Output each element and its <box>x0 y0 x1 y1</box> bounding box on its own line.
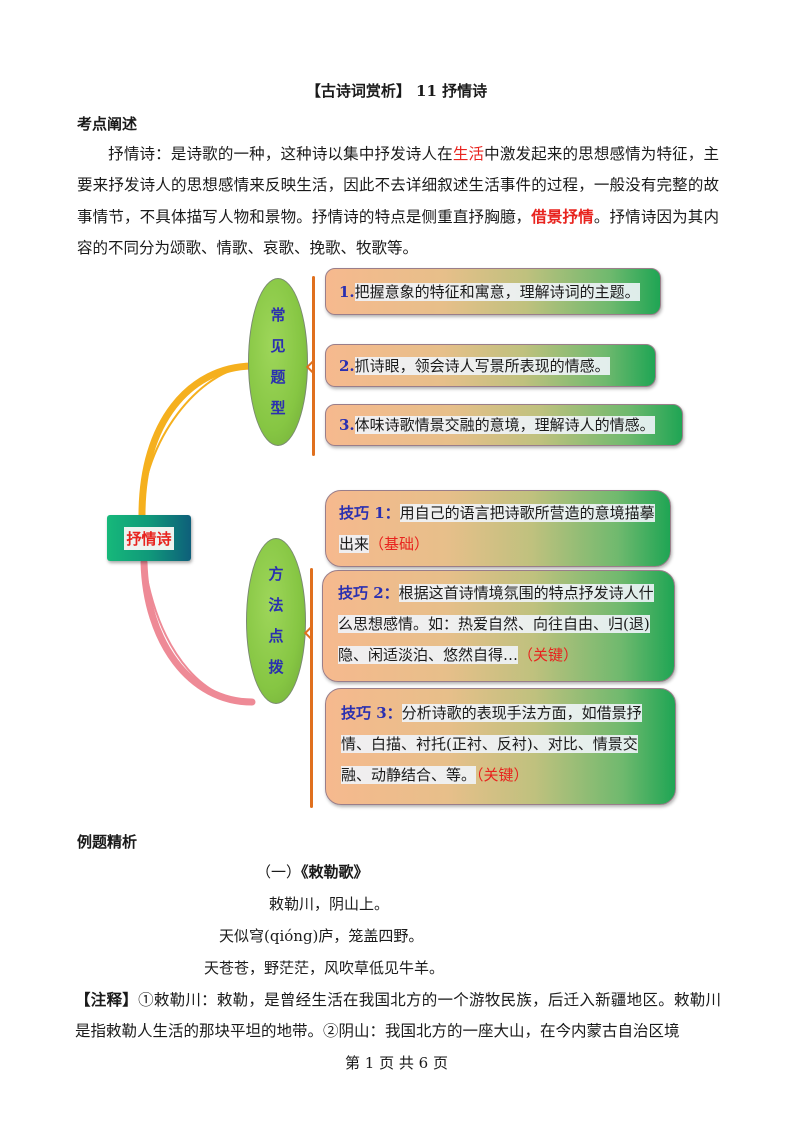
brace-connector <box>312 276 315 456</box>
intro-segment: 抒情诗：是诗歌的一种，这种诗以集中抒发诗人在 <box>108 145 453 163</box>
question-type-card-1: 1.把握意象的特征和寓意，理解诗词的主题。 <box>325 268 661 315</box>
intro-segment: 。抒情诗因为其内容的不同分为颂歌、情歌、哀歌、挽歌、牧歌等。 <box>77 208 719 257</box>
card-text: 把握意象的特征和寓意，理解诗词的主题。 <box>354 283 640 301</box>
page-footer: 第 1 页 共 6 页 <box>345 1054 448 1072</box>
branch-label-char: 法 <box>268 596 284 614</box>
branch-label-char: 方 <box>268 565 284 583</box>
mind-map-connectors <box>138 362 256 706</box>
annotation-label: 【注释】 <box>75 990 139 1009</box>
intro-segment: 中激发起来的思想感情为特征，主要来抒发诗人的思想感情来反映生活，因此不去详细叙述… <box>77 145 719 226</box>
poem-line-2: 天似穹(qióng)庐，笼盖四野。 <box>219 927 424 945</box>
tip-tag: （基础） <box>369 535 430 553</box>
card-number: 1. <box>339 283 355 301</box>
poem-heading: （一）《敕勒歌》 <box>256 861 369 882</box>
card-number: 2. <box>339 357 355 375</box>
poem-line-1: 敕勒川，阴山上。 <box>269 895 390 913</box>
branch-label-char: 点 <box>268 627 284 645</box>
tip-label: 技巧 1： <box>339 504 400 522</box>
tip-tag: （关键） <box>476 766 529 784</box>
tip-tag: （关键） <box>518 646 579 664</box>
poem-number: （一） <box>256 863 302 881</box>
branch-label-char: 拨 <box>268 658 284 676</box>
intro-highlight-life: 生活 <box>452 145 485 163</box>
method-tip-card-3: 技巧 3：分析诗歌的表现手法方面，如借景抒情、白描、衬托(正衬、反衬)、对比、情… <box>325 688 676 805</box>
branch-node-method-tips: 方 法 点 拨 <box>246 538 306 704</box>
card-text: 体味诗歌情景交融的意境，理解诗人的情感。 <box>354 416 655 434</box>
branch-label-char: 型 <box>270 399 286 417</box>
method-tip-card-2: 技巧 2：根据这首诗情境氛围的特点抒发诗人什么思想感情。如：热爱自然、向往自由、… <box>322 570 675 682</box>
card-text: 抓诗眼，领会诗人写景所表现的情感。 <box>354 357 610 375</box>
method-tip-card-1: 技巧 1：用自己的语言把诗歌所营造的意境描摹出来（基础） <box>325 490 671 567</box>
card-number: 3. <box>339 416 355 434</box>
branch-node-common-question-types: 常 见 题 型 <box>248 278 308 446</box>
intro-highlight-scene-emotion: 借景抒情 <box>531 207 594 226</box>
branch-label-char: 见 <box>270 337 286 355</box>
root-node-label: 抒情诗 <box>124 526 174 550</box>
mind-map: 抒情诗 常 见 题 型 方 法 点 拨 1.把握意象的特征和寓意，理解诗词的主题… <box>100 262 700 822</box>
poem-title: 《敕勒歌》 <box>301 863 369 881</box>
question-type-card-2: 2.抓诗眼，领会诗人写景所表现的情感。 <box>325 344 656 387</box>
document-title: 【古诗词赏析】 11 抒情诗 <box>305 82 488 100</box>
section-heading-key-points: 考点阐述 <box>77 115 138 133</box>
tip-label: 技巧 2： <box>338 584 399 602</box>
question-type-card-3: 3.体味诗歌情景交融的意境，理解诗人的情感。 <box>325 404 683 446</box>
intro-paragraph: 抒情诗：是诗歌的一种，这种诗以集中抒发诗人在生活中激发起来的思想感情为特征，主要… <box>77 139 719 264</box>
annotation-paragraph: 【注释】①敕勒川：敕勒，是曾经生活在我国北方的一个游牧民族，后迁入新疆地区。敕勒… <box>75 984 721 1047</box>
branch-label-char: 常 <box>270 306 286 324</box>
tip-label: 技巧 3： <box>341 704 402 722</box>
poem-line-3: 天苍苍，野茫茫，风吹草低见牛羊。 <box>204 959 445 977</box>
root-node: 抒情诗 <box>107 515 191 561</box>
section-heading-examples: 例题精析 <box>77 833 138 851</box>
brace-connector <box>310 568 313 808</box>
branch-label-char: 题 <box>270 368 286 386</box>
annotation-text: ①敕勒川：敕勒，是曾经生活在我国北方的一个游牧民族，后迁入新疆地区。敕勒川是指敕… <box>75 991 721 1040</box>
